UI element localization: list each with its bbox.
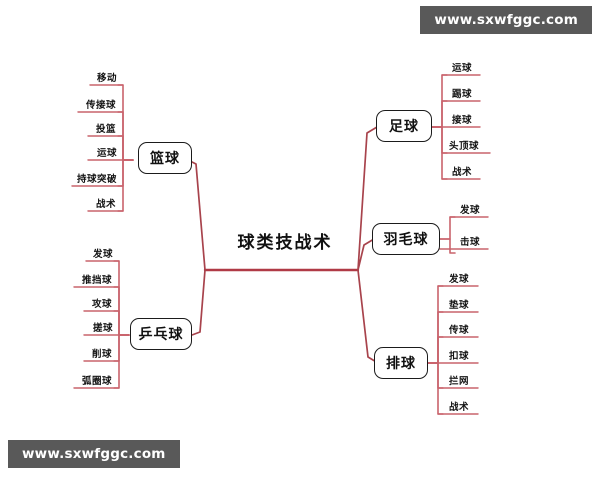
leaf-label: 推挡球 xyxy=(81,275,112,286)
leaf-football-2[interactable]: 踢球 xyxy=(442,80,482,100)
stem-pingpong xyxy=(191,269,206,336)
leaf-label: 弧圈球 xyxy=(81,376,112,387)
leaf-pingpong-2[interactable]: 推挡球 xyxy=(74,266,120,286)
leaf-pingpong-3[interactable]: 攻球 xyxy=(82,290,122,310)
leaf-badminton-2[interactable]: 击球 xyxy=(450,228,490,248)
leaf-label: 拦网 xyxy=(448,376,469,387)
branch-node-label: 羽毛球 xyxy=(383,232,429,248)
leaf-label: 传接球 xyxy=(85,100,116,111)
leaf-label: 发球 xyxy=(92,249,113,260)
leaf-label: 扣球 xyxy=(448,351,469,362)
watermark-bottom-left: www.sxwfggc.com xyxy=(8,440,180,468)
stem-basketball xyxy=(187,159,206,271)
stem-football xyxy=(357,126,378,271)
branch-node-basketball[interactable]: 篮球 xyxy=(138,142,192,174)
leaf-label: 运球 xyxy=(451,63,472,74)
leaf-basketball-1[interactable]: 移动 xyxy=(86,64,128,84)
branch-node-volleyball[interactable]: 排球 xyxy=(374,347,428,379)
branch-node-football[interactable]: 足球 xyxy=(376,110,432,142)
leaf-basketball-6[interactable]: 战术 xyxy=(86,190,126,210)
leaf-volleyball-4[interactable]: 扣球 xyxy=(438,342,480,362)
leaf-pingpong-1[interactable]: 发球 xyxy=(82,240,124,260)
leaf-label: 运球 xyxy=(96,148,117,159)
leaf-football-3[interactable]: 接球 xyxy=(442,106,482,126)
leaf-football-1[interactable]: 运球 xyxy=(442,54,482,74)
leaf-label: 踢球 xyxy=(451,89,472,100)
leaf-pingpong-6[interactable]: 弧圈球 xyxy=(74,367,120,387)
leaf-volleyball-2[interactable]: 垫球 xyxy=(438,291,480,311)
leaf-volleyball-6[interactable]: 战术 xyxy=(438,393,480,413)
leaf-label: 发球 xyxy=(459,205,480,216)
leaf-label: 战术 xyxy=(448,402,469,413)
leaf-volleyball-1[interactable]: 发球 xyxy=(438,265,480,285)
stem-volleyball xyxy=(357,269,379,364)
leaf-basketball-3[interactable]: 投篮 xyxy=(86,115,126,135)
leaf-pingpong-4[interactable]: 搓球 xyxy=(82,314,124,334)
leaf-basketball-2[interactable]: 传接球 xyxy=(78,91,124,111)
branch-node-label: 足球 xyxy=(389,119,419,135)
leaf-badminton-1[interactable]: 发球 xyxy=(450,196,490,216)
leaf-football-4[interactable]: 头顶球 xyxy=(440,132,488,152)
leaf-volleyball-3[interactable]: 传球 xyxy=(438,316,480,336)
watermark-top-right: www.sxwfggc.com xyxy=(420,6,592,34)
leaf-football-5[interactable]: 战术 xyxy=(442,158,482,178)
leaf-label: 攻球 xyxy=(91,299,112,310)
branch-node-pingpong[interactable]: 乒乓球 xyxy=(130,318,192,350)
leaf-label: 击球 xyxy=(459,237,480,248)
watermark-text: www.sxwfggc.com xyxy=(22,446,166,462)
leaf-basketball-4[interactable]: 运球 xyxy=(86,139,128,159)
leaf-label: 头顶球 xyxy=(448,141,479,152)
branch-node-label: 篮球 xyxy=(150,151,180,167)
leaf-basketball-5[interactable]: 持球突破 xyxy=(70,165,124,185)
center-node[interactable]: 球类技战术 xyxy=(225,225,345,255)
leaf-label: 削球 xyxy=(91,349,112,360)
leaf-label: 战术 xyxy=(451,167,472,178)
leaf-label: 移动 xyxy=(96,73,117,84)
watermark-text: www.sxwfggc.com xyxy=(434,12,578,28)
leaf-label: 垫球 xyxy=(448,300,469,311)
center-node-label: 球类技战术 xyxy=(237,232,333,253)
leaf-volleyball-5[interactable]: 拦网 xyxy=(438,367,480,387)
stem-badminton xyxy=(357,238,375,271)
leaf-label: 战术 xyxy=(95,199,116,210)
leaf-label: 搓球 xyxy=(92,323,113,334)
leaf-label: 持球突破 xyxy=(76,174,117,185)
leaf-label: 接球 xyxy=(451,115,472,126)
leaf-label: 投篮 xyxy=(95,124,116,135)
leaf-pingpong-5[interactable]: 削球 xyxy=(82,340,122,360)
branch-node-badminton[interactable]: 羽毛球 xyxy=(372,223,440,255)
leaf-label: 传球 xyxy=(448,325,469,336)
leaf-label: 发球 xyxy=(448,274,469,285)
branch-node-label: 乒乓球 xyxy=(138,327,184,343)
branch-node-label: 排球 xyxy=(386,356,416,372)
